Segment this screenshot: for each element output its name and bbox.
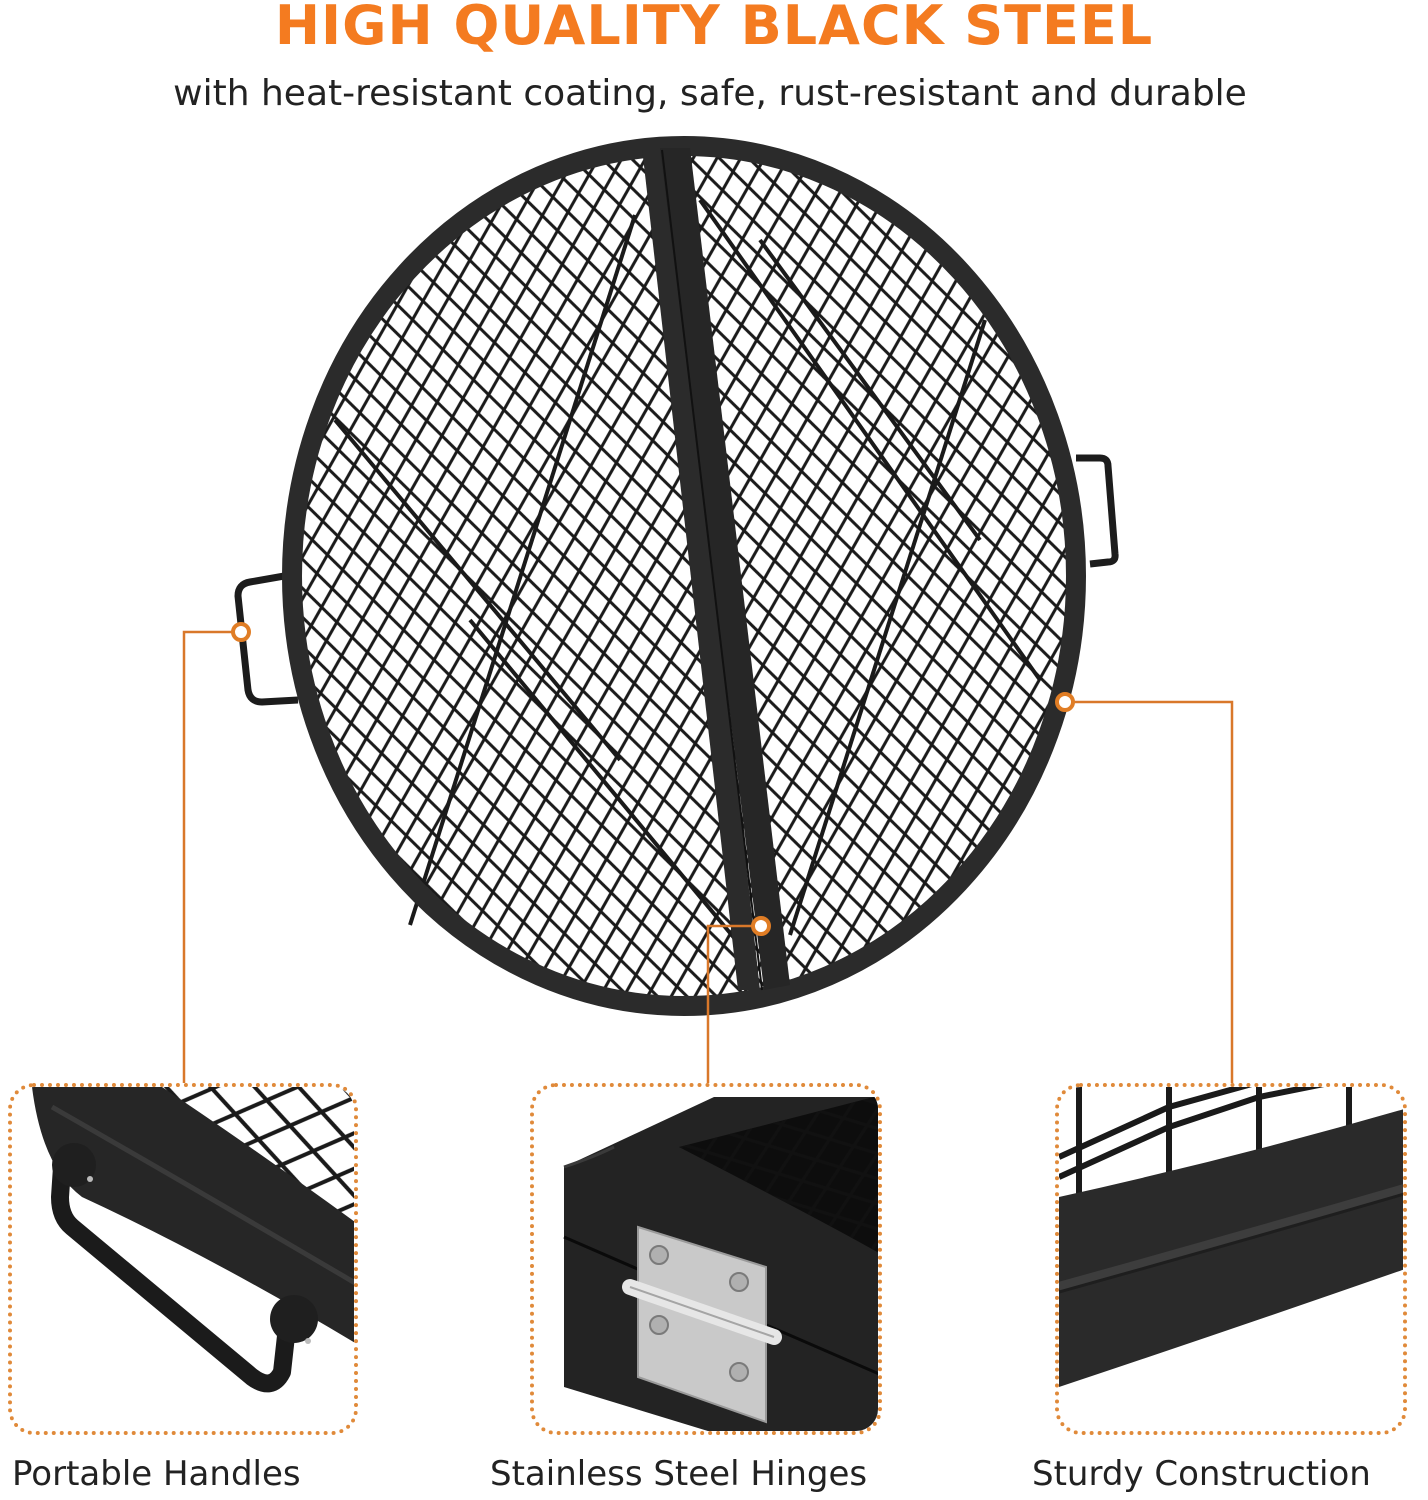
feature-caption-handles: Portable Handles: [12, 1454, 301, 1494]
handle-right: [1076, 454, 1119, 568]
hinge-bar-left: [642, 148, 760, 990]
feature-caption-construction: Sturdy Construction: [1032, 1454, 1371, 1494]
page-title: HIGH QUALITY BLACK STEEL: [274, 0, 1154, 57]
hinge-bar-right: [660, 148, 790, 990]
feature-panel-hinges: [530, 1083, 882, 1435]
grate-rim: [282, 136, 1086, 1016]
handle-left: [234, 571, 299, 706]
callout-lines: [182, 630, 1234, 1085]
hinge-closeup-icon: [563, 1097, 878, 1431]
rim-closeup-icon: [1059, 1087, 1403, 1387]
feature-caption-hinges: Stainless Steel Hinges: [490, 1454, 868, 1494]
page-subtitle: with heat-resistant coating, safe, rust-…: [173, 73, 1247, 114]
callout-dots: [231, 622, 1075, 936]
grate-mesh: [292, 146, 1076, 1006]
handle-closeup-icon: [32, 1087, 354, 1393]
feature-panel-handles: [8, 1083, 358, 1435]
feature-panel-construction: [1055, 1083, 1407, 1435]
